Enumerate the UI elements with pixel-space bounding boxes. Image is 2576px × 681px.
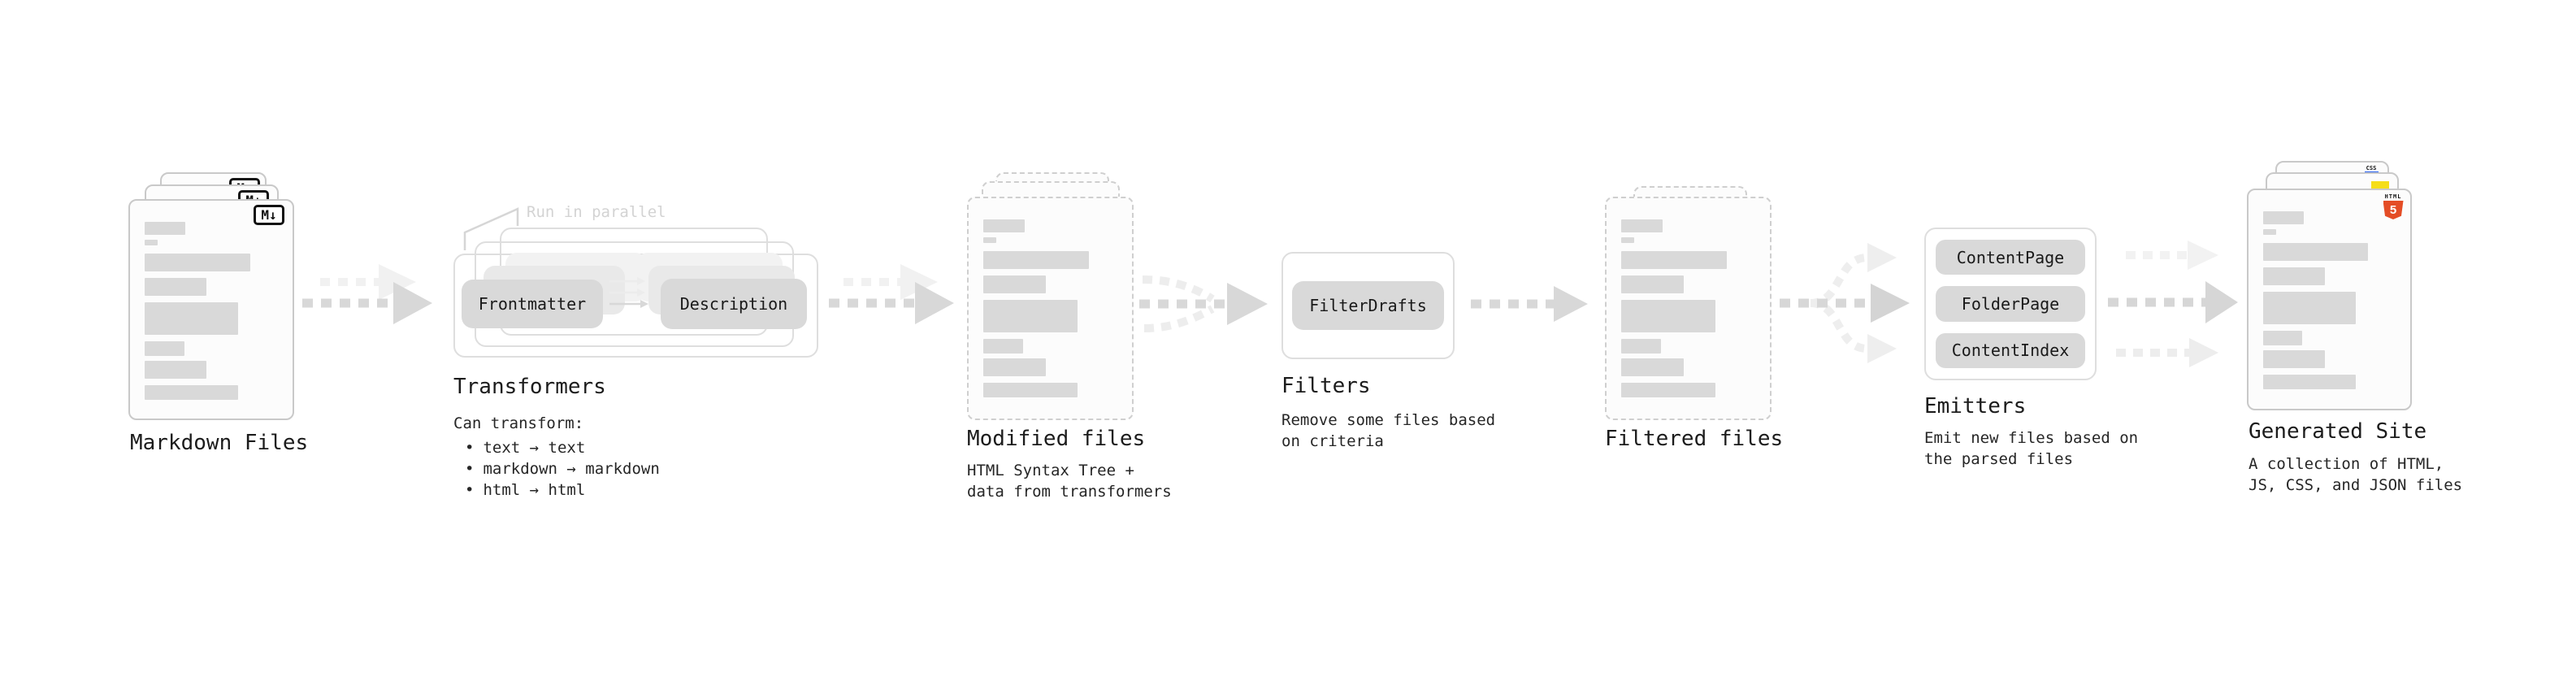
skeleton-bar [1621, 300, 1715, 332]
flow-arrow-transformers-to-modified [829, 264, 954, 324]
skeleton-bar [1621, 219, 1663, 232]
bullet-text: markdown → markdown [483, 460, 660, 478]
skeleton-bar [983, 219, 1025, 232]
run-in-parallel-label: Run in parallel [527, 203, 666, 221]
skeleton-bar [983, 251, 1090, 269]
bullet-marker: • [465, 481, 475, 499]
filters-panel: FilterDrafts [1281, 252, 1455, 359]
modified-file-card-front [967, 197, 1134, 420]
skeleton-bar [1621, 237, 1635, 243]
skeleton-bar [1621, 358, 1684, 376]
skeleton-bar [1621, 383, 1715, 397]
parallel-arrows-icon [609, 277, 648, 308]
skeleton-bar [983, 300, 1078, 332]
skeleton-bar [145, 278, 207, 296]
skeleton-bar [2263, 243, 2368, 261]
skeleton-bar [2263, 331, 2303, 345]
frontmatter-node: Frontmatter [462, 280, 603, 328]
bullet-marker: • [465, 460, 475, 478]
emitters-title: Emitters [1924, 394, 2027, 419]
skeleton-bar [1621, 339, 1661, 354]
emitters-subtitle: Emit new files based on the parsed files [1924, 429, 2139, 468]
file-skeleton [2263, 211, 2394, 389]
skeleton-bar [2263, 229, 2277, 235]
skeleton-bar [1621, 275, 1684, 293]
markdown-file-card-front: M↓ [128, 199, 294, 420]
skeleton-bar [2263, 375, 2357, 389]
skeleton-bar [1621, 251, 1728, 269]
modified-files-subtitle: HTML Syntax Tree + data from transformer… [967, 462, 1172, 501]
bullet-item: • markdown → markdown [453, 458, 660, 479]
skeleton-bar [145, 385, 239, 400]
emitters-panel: ContentPage FolderPage ContentIndex [1924, 228, 2097, 380]
modified-files-title: Modified files [967, 427, 1146, 451]
skeleton-bar [983, 237, 997, 243]
skeleton-bar [2263, 350, 2325, 368]
bullet-item: • text → text [453, 437, 660, 458]
js-icon [2371, 181, 2389, 190]
skeleton-bar [983, 339, 1023, 354]
skeleton-bar [145, 341, 184, 356]
generated-file-card-html: HTML 5 [2247, 189, 2412, 410]
bullet-text: html → html [483, 481, 586, 499]
flow-arrow-markdown-to-transformers [302, 264, 432, 324]
description-node: Description [661, 279, 807, 329]
skeleton-bar [145, 361, 207, 379]
bullet-item: • html → html [453, 479, 660, 501]
flow-arrows-emitters-to-generated [2108, 241, 2238, 367]
markdown-files-title: Markdown Files [130, 431, 309, 455]
filtered-files-title: Filtered files [1605, 427, 1784, 451]
filters-subtitle: Remove some files based on criteria [1281, 411, 1496, 450]
skeleton-bar [2263, 292, 2357, 324]
filterdrafts-node: FilterDrafts [1292, 281, 1444, 330]
contentpage-node: ContentPage [1936, 240, 2085, 275]
skeleton-bar [983, 383, 1078, 397]
generated-site-title: Generated Site [2249, 419, 2427, 444]
run-in-parallel-callout-line [463, 207, 519, 250]
skeleton-bar [145, 240, 158, 245]
skeleton-bar [145, 254, 250, 271]
flow-arrow-filters-to-filtered [1471, 286, 1588, 322]
file-skeleton [983, 219, 1116, 397]
filters-title: Filters [1281, 374, 1371, 398]
branch-arrow-filtered-to-emitters [1780, 243, 1910, 363]
transformers-heading: Can transform: [453, 414, 584, 432]
skeleton-bar [2263, 267, 2325, 285]
skeleton-bar [145, 222, 186, 235]
bullet-text: text → text [483, 439, 586, 457]
markdown-icon: M↓ [254, 205, 284, 225]
skeleton-bar [145, 302, 239, 335]
skeleton-bar [983, 358, 1046, 376]
filtered-file-card-front [1605, 197, 1772, 420]
skeleton-bar [983, 275, 1046, 293]
folderpage-node: FolderPage [1936, 286, 2085, 322]
file-skeleton [145, 222, 276, 400]
generated-site-subtitle: A collection of HTML, JS, CSS, and JSON … [2249, 455, 2463, 494]
skeleton-bar [2263, 211, 2304, 224]
html5-icon: HTML 5 [2383, 193, 2404, 220]
contentindex-node: ContentIndex [1936, 332, 2085, 368]
transformers-title: Transformers [453, 375, 606, 399]
merge-arrow-modified-to-filters [1139, 275, 1268, 332]
transformers-bullet-list: • text → text • markdown → markdown • html … [453, 437, 660, 501]
file-skeleton [1621, 219, 1754, 397]
bullet-marker: • [465, 439, 475, 457]
